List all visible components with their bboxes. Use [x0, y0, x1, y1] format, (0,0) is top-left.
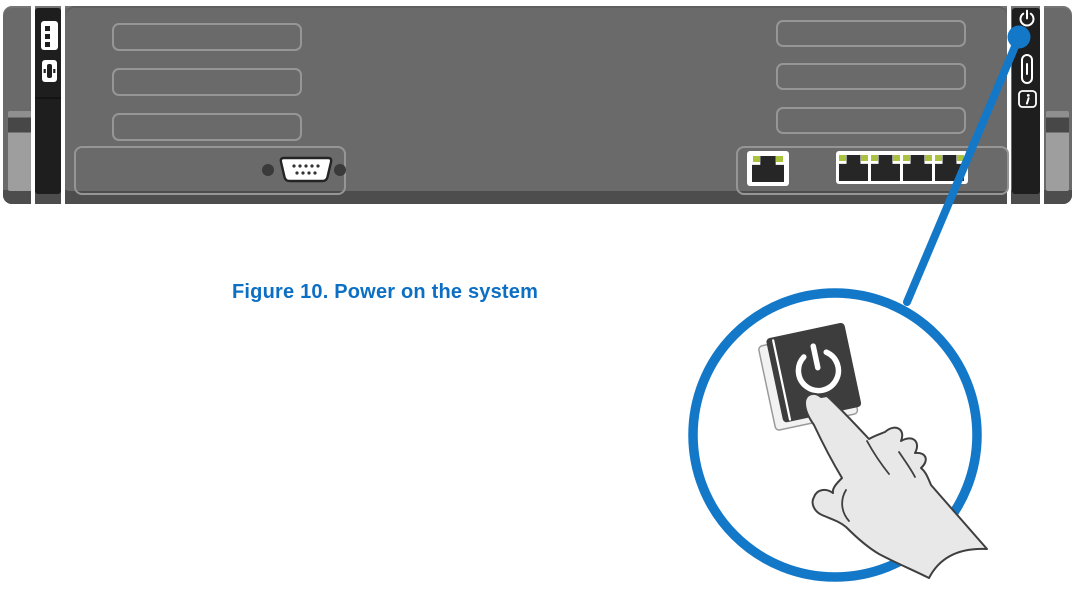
- nic-led: [957, 155, 964, 161]
- nic-led: [903, 155, 910, 161]
- nic-led: [839, 155, 846, 161]
- drive-bay-slot: [112, 113, 302, 141]
- magnifier-circle: [688, 288, 982, 582]
- magnified-power-button: [758, 322, 862, 431]
- power-button-base: [758, 329, 859, 431]
- nic-led: [893, 155, 900, 161]
- pointing-hand: [804, 392, 988, 579]
- right-rack-ear-handle: [1046, 111, 1069, 191]
- bezel-gap: [61, 6, 65, 204]
- information-tag-icon: [1018, 90, 1037, 108]
- network-port-quad: [836, 151, 968, 184]
- drive-indicator-icon: [41, 21, 58, 50]
- nic-led: [925, 155, 932, 161]
- serial-port: [262, 156, 346, 183]
- figure-caption: Figure 10. Power on the system: [232, 281, 539, 303]
- bezel-gap: [1040, 6, 1044, 204]
- usb-port-icon: [42, 60, 57, 82]
- nic-led: [861, 155, 868, 161]
- drive-bay-slot: [112, 23, 302, 51]
- nic-led: [871, 155, 878, 161]
- nic-led: [935, 155, 942, 161]
- power-button-face: [766, 322, 862, 423]
- panel-seam: [35, 97, 61, 99]
- drive-bay-slot: [776, 20, 966, 47]
- bezel-gap: [31, 6, 35, 204]
- usb-type-c-port-icon: [1021, 54, 1033, 84]
- nic-led: [776, 156, 783, 162]
- nic-led: [753, 156, 760, 162]
- network-port-single: [747, 151, 789, 186]
- left-rack-ear-handle: [8, 111, 33, 191]
- power-symbol-icon: [795, 343, 842, 394]
- drive-bay-slot: [776, 63, 966, 90]
- power-button-icon: [1019, 9, 1035, 27]
- power-button-bevel: [772, 339, 792, 421]
- drive-bay-slot: [776, 107, 966, 134]
- drive-bay-slot: [112, 68, 302, 96]
